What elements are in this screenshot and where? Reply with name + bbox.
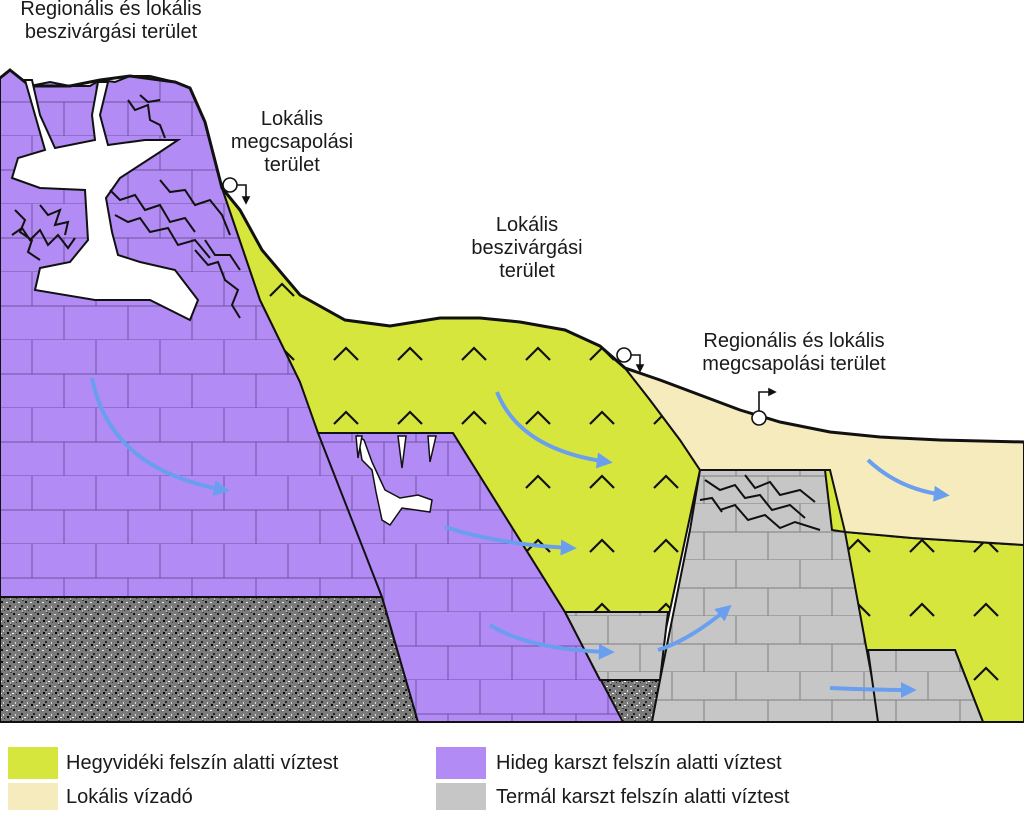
granite-basement-left [0, 597, 418, 722]
legend-item-cold-karst: Hideg karszt felszín alatti víztest [480, 746, 782, 780]
legend-label: Termál karszt felszín alatti víztest [496, 786, 789, 809]
legend-item-thermal-karst: Termál karszt felszín alatti víztest [480, 780, 789, 814]
legend-swatch-cold-karst [436, 747, 486, 779]
label-regional-recharge: Regionális és lokális beszivárgási terül… [0, 0, 222, 44]
legend-item-local-aquifer: Lokális vízadó [50, 780, 193, 814]
label-regional-discharge: Regionális és lokális megcsapolási terül… [676, 330, 912, 376]
legend-label: Lokális vízadó [66, 786, 193, 809]
label-local-recharge: Lokális beszivárgási terület [462, 214, 592, 283]
legend-item-mountain: Hegyvidéki felszín alatti víztest [50, 746, 338, 780]
legend-label: Hegyvidéki felszín alatti víztest [66, 752, 338, 775]
legend-swatch-thermal-karst [436, 783, 486, 810]
label-local-discharge: Lokális megcsapolási terület [222, 108, 362, 177]
legend-label: Hideg karszt felszín alatti víztest [496, 752, 782, 775]
